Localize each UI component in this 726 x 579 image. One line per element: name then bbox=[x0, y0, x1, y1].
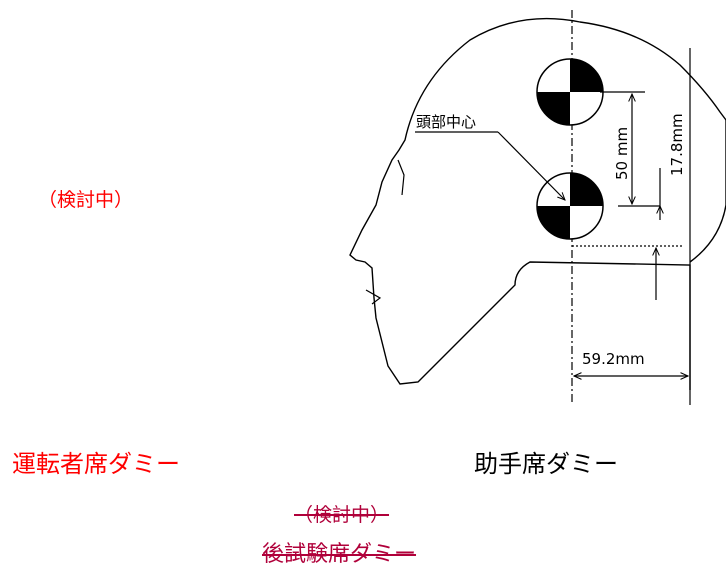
dim-17-8-label: 17.8mm bbox=[668, 113, 686, 176]
eye-stroke bbox=[397, 159, 405, 196]
head-center-label: 頭部中心 bbox=[416, 113, 476, 131]
dim-59-2-label: 59.2mm bbox=[582, 350, 645, 368]
rear-status-text: （検討中） bbox=[294, 504, 390, 526]
rear-dummy-label: 後試験席ダミー bbox=[262, 542, 417, 567]
head-right-edge bbox=[689, 120, 726, 263]
head-profile-outline bbox=[349, 17, 726, 390]
dim-50-label: 50 mm bbox=[613, 127, 631, 180]
driver-status-text: （検討中） bbox=[38, 189, 134, 211]
mouth-stroke bbox=[365, 289, 382, 305]
upper-target-mark bbox=[536, 58, 604, 126]
passenger-dummy-label: 助手席ダミー bbox=[474, 450, 618, 478]
driver-dummy-label: 運転者席ダミー bbox=[12, 450, 180, 478]
head-center-target-mark bbox=[536, 172, 604, 240]
head-center-leader bbox=[497, 131, 565, 200]
